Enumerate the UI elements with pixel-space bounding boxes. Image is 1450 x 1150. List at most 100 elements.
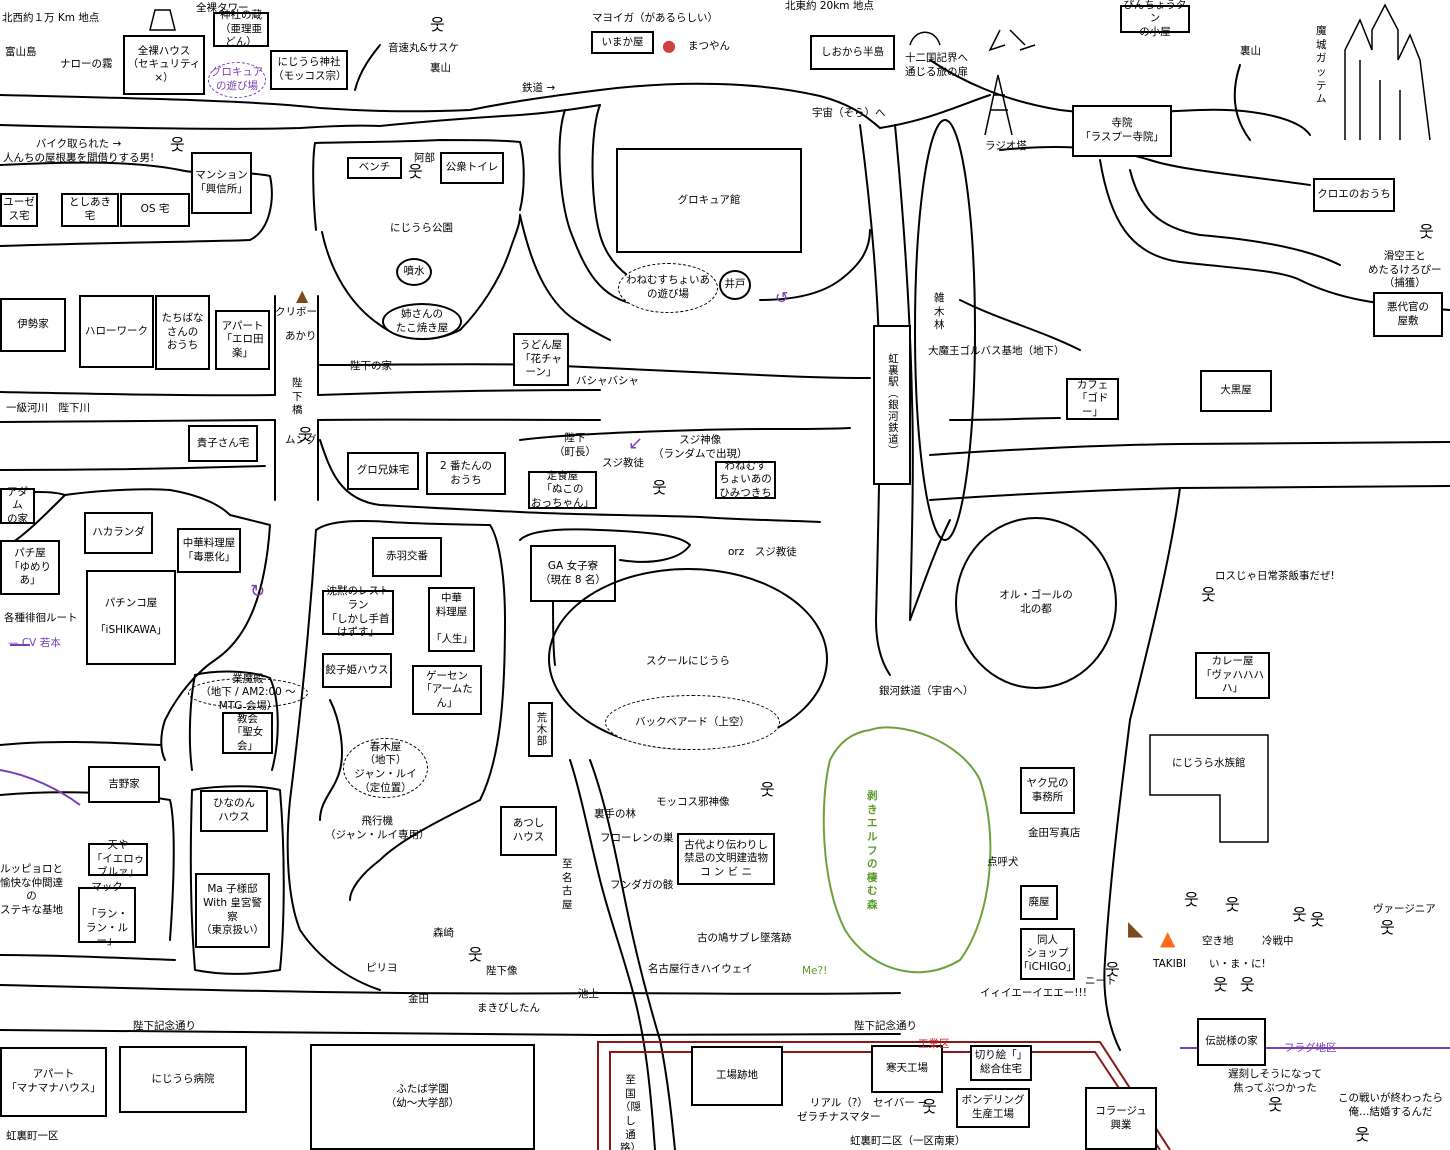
label-uchu-he: 宇宙（そら）へ [812, 107, 886, 119]
person-figure-icon: 웃 [922, 1097, 937, 1116]
label-fundaga: フンダガの骸 [610, 879, 674, 891]
label-virginia: ヴァージニア [1373, 903, 1436, 915]
label-seiba: セイバー → [873, 1097, 927, 1109]
label-me: Me?! [802, 965, 828, 977]
label-morisaki: 森崎 [433, 927, 454, 939]
building-doujin: 同人 ショップ 「iCHIGO」 [1018, 928, 1077, 980]
building-chuka-jinsei: 中華 料理屋 「人生」 [428, 587, 475, 652]
label-suji-kyoto2: orz スジ教徒 [728, 546, 797, 558]
building-precure-kan: グロキュア館 [616, 148, 802, 253]
building-nibantan: 2 番たんの おうち [426, 452, 506, 495]
building-adam: アダム の家 [0, 486, 35, 525]
area-wamusu-play: わねむすちょいあ の遊び場 [618, 263, 718, 313]
label-park: にじうら公園 [390, 222, 453, 234]
label-niji-1: 虹裏町一区 [6, 1130, 59, 1142]
area-precure-play: グロキュア の遊び場 [208, 62, 266, 98]
label-flag: フラグ地区 [1284, 1042, 1337, 1054]
person-figure-icon: 웃 [1355, 1125, 1370, 1144]
building-gurokoji: グロ兄妹宅 [347, 452, 419, 490]
label-kuripo: クリボー [275, 306, 317, 318]
person-figure-icon: 웃 [1201, 585, 1216, 604]
label-mayoiga: マヨイガ（があるらしい） [592, 12, 718, 24]
building-kanten: 寒天工場 [871, 1045, 943, 1093]
building-yoshino: 吉野家 [88, 766, 160, 803]
building-kirie: 切り絵「」 総合住宅 [970, 1045, 1032, 1081]
label-toyama: 富山島 [5, 46, 37, 58]
label-losu: ロスじゃ日常茶飯事だぜ! [1215, 570, 1335, 582]
building-chuka-jushoku: 中華料理屋 「毒悪化」 [177, 528, 241, 573]
person-figure-icon: 웃 [1419, 222, 1434, 241]
building-jinja-kura: 神社の蔵 （亜理亜どん） [213, 9, 269, 48]
label-neet: ニート [1085, 975, 1117, 987]
label-ikegami: 池上 [578, 988, 599, 1000]
building-akuyoukan: 悪代官の 屋敷 [1373, 292, 1443, 337]
building-hospital: にじうら病院 [119, 1046, 247, 1113]
label-suji-shinzo: スジ神像 （ランダムで出現） [653, 434, 748, 460]
person-figure-icon: 웃 [1310, 910, 1325, 929]
label-kakushu: 各種徘徊ルート [4, 612, 78, 624]
place-funsui: 噴水 [396, 258, 432, 286]
building-gyoza: 餃子姫ハウス [322, 653, 392, 688]
person-figure-icon: 웃 [1105, 960, 1120, 979]
building-curry: カレー屋 「ヴァハハハハ」 [1195, 652, 1270, 699]
person-figure-icon: 웃 [1225, 895, 1240, 914]
purple-arrow-icon: ↙ [628, 433, 644, 454]
label-kinda: 金田 [408, 993, 429, 1005]
building-nijiura-jinja: にじうら神社 （モッコス宗） [270, 50, 348, 90]
label-bashabasha: バシャバシャ [576, 375, 639, 387]
label-heika-chocho: 陛下 （町長） [554, 432, 596, 458]
red-creature-icon: ● [662, 36, 676, 55]
place-olgol: オル・ゴールの 北の都 [955, 517, 1117, 689]
label-cv-wakamoto: — CV 若本 [8, 637, 61, 649]
label-urayama2: 裏山 [1240, 45, 1261, 57]
label-kanemoto: 金田写真店 [1028, 827, 1081, 839]
building-kyokai: 教会 「聖女会」 [222, 712, 273, 754]
label-imani: い・ま・に! [1209, 958, 1266, 970]
label-daimao: 大魔王ゴルバス基地（地下） [928, 345, 1065, 357]
label-reiboe: 冷戦中 [1262, 935, 1294, 947]
label-kohato: 古の鳩サブレ墜落跡 [697, 932, 792, 944]
building-futaba: ふたば学園 （幼～大学部） [310, 1044, 535, 1150]
person-figure-icon: 웃 [430, 15, 445, 34]
building-collage: コラージュ 興業 [1085, 1087, 1157, 1150]
label-mori: 剥 き エ ル フ の 棲 む 森 [867, 790, 878, 912]
person-figure-icon: 웃 [1268, 1095, 1283, 1114]
building-daikoku: 大黒屋 [1200, 370, 1272, 412]
kuribo-icon: ▲ [296, 286, 309, 305]
building-bondering: ボンデリング 生産工場 [956, 1088, 1030, 1128]
label-piriyo: ピリヨ [366, 962, 398, 974]
label-kaku: 滑空王と めたるけろぴー （捕獲） [1368, 250, 1442, 290]
area-backbeard: バックベアード（上空） [605, 695, 780, 750]
building-legend: 伝説様の家 [1197, 1018, 1266, 1066]
label-makai: 魔 城 ガ ッ テ ム [1316, 25, 1327, 106]
person-figure-icon: 웃 [1213, 975, 1228, 994]
building-os: OS 宅 [120, 193, 190, 227]
label-hokuto: 北東約 20km 地点 [785, 0, 874, 12]
label-mung: ムング [285, 434, 317, 446]
building-toshiaki: としあき宅 [61, 193, 119, 227]
building-tera: 寺院 「ラスプー寺院」 [1072, 105, 1172, 157]
label-takibi: TAKIBI [1153, 958, 1187, 970]
label-radio: ラジオ塔 [985, 140, 1027, 152]
building-tachibana: たちばな さんの おうち [155, 295, 210, 370]
label-ginga-uchu: 銀河鉄道（宇宙へ） [879, 685, 974, 697]
label-suizokukan: にじうら水族館 [1172, 757, 1246, 769]
label-heika-zo: 陛下像 [486, 965, 518, 977]
building-arakibu: 荒木部 [528, 702, 553, 757]
label-heika-ie: 陛下の家 [350, 360, 392, 372]
label-zouki: 雑 木 林 [934, 292, 945, 332]
campfire-icon: ▲ [1160, 926, 1176, 950]
area-harukiya: 春木屋 （地下） ジャン・ルイ （定位置） [343, 738, 428, 798]
person-figure-icon: 웃 [1240, 975, 1255, 994]
building-apart-erota: アパート 「エロ田楽」 [215, 310, 270, 370]
building-shiokara: しおから半島 [810, 35, 895, 70]
building-hinanon: ひなのん ハウス [200, 790, 268, 832]
building-udon: うどん屋 「花チャーン」 [513, 333, 569, 386]
building-haioku: 廃屋 [1020, 885, 1058, 920]
person-figure-icon: 웃 [170, 135, 185, 154]
building-yaku-jimusho: ヤク兄の 事務所 [1020, 767, 1075, 814]
person-figure-icon: 웃 [1184, 890, 1199, 909]
building-mac: マック 「ラン・ラン・ルー」 [78, 881, 136, 947]
